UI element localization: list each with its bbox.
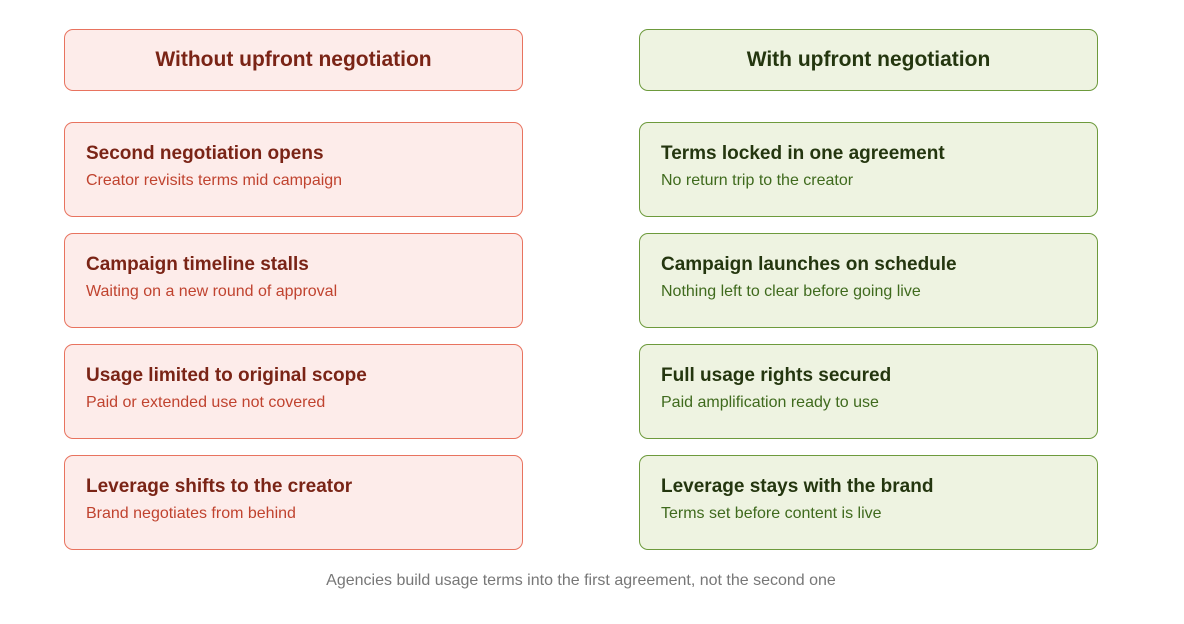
outcome-card: Leverage shifts to the creator Brand neg…: [64, 455, 523, 550]
outcome-title: Second negotiation opens: [86, 143, 324, 164]
outcome-subtitle: Paid amplification ready to use: [661, 394, 879, 411]
outcome-subtitle: Nothing left to clear before going live: [661, 283, 921, 300]
outcome-subtitle: No return trip to the creator: [661, 172, 854, 189]
outcome-title: Usage limited to original scope: [86, 365, 367, 386]
outcome-card: Campaign launches on schedule Nothing le…: [639, 233, 1098, 328]
column-heading: With upfront negotiation: [639, 29, 1098, 91]
outcome-card: Leverage stays with the brand Terms set …: [639, 455, 1098, 550]
outcome-title: Full usage rights secured: [661, 365, 892, 386]
outcome-card: Campaign timeline stalls Waiting on a ne…: [64, 233, 523, 328]
outcome-card: Second negotiation opens Creator revisit…: [64, 122, 523, 217]
outcome-list: Second negotiation opens Creator revisit…: [64, 122, 523, 550]
outcome-card: Usage limited to original scope Paid or …: [64, 344, 523, 439]
outcome-title: Terms locked in one agreement: [661, 143, 945, 164]
footnote: Agencies build usage terms into the firs…: [326, 572, 836, 589]
outcome-card: Terms locked in one agreement No return …: [639, 122, 1098, 217]
column-heading: Without upfront negotiation: [64, 29, 523, 91]
outcome-subtitle: Terms set before content is live: [661, 505, 882, 522]
outcome-title: Leverage stays with the brand: [661, 476, 934, 497]
column-with-negotiation: With upfront negotiation Terms locked in…: [639, 29, 1098, 550]
outcome-title: Campaign timeline stalls: [86, 254, 309, 275]
outcome-subtitle: Creator revisits terms mid campaign: [86, 172, 343, 189]
outcome-card: Full usage rights secured Paid amplifica…: [639, 344, 1098, 439]
outcome-list: Terms locked in one agreement No return …: [639, 122, 1098, 550]
outcome-title: Campaign launches on schedule: [661, 254, 957, 275]
outcome-subtitle: Waiting on a new round of approval: [86, 283, 338, 300]
outcome-subtitle: Paid or extended use not covered: [86, 394, 326, 411]
outcome-subtitle: Brand negotiates from behind: [86, 505, 296, 522]
column-without-negotiation: Without upfront negotiation Second negot…: [64, 29, 523, 550]
outcome-title: Leverage shifts to the creator: [86, 476, 353, 497]
